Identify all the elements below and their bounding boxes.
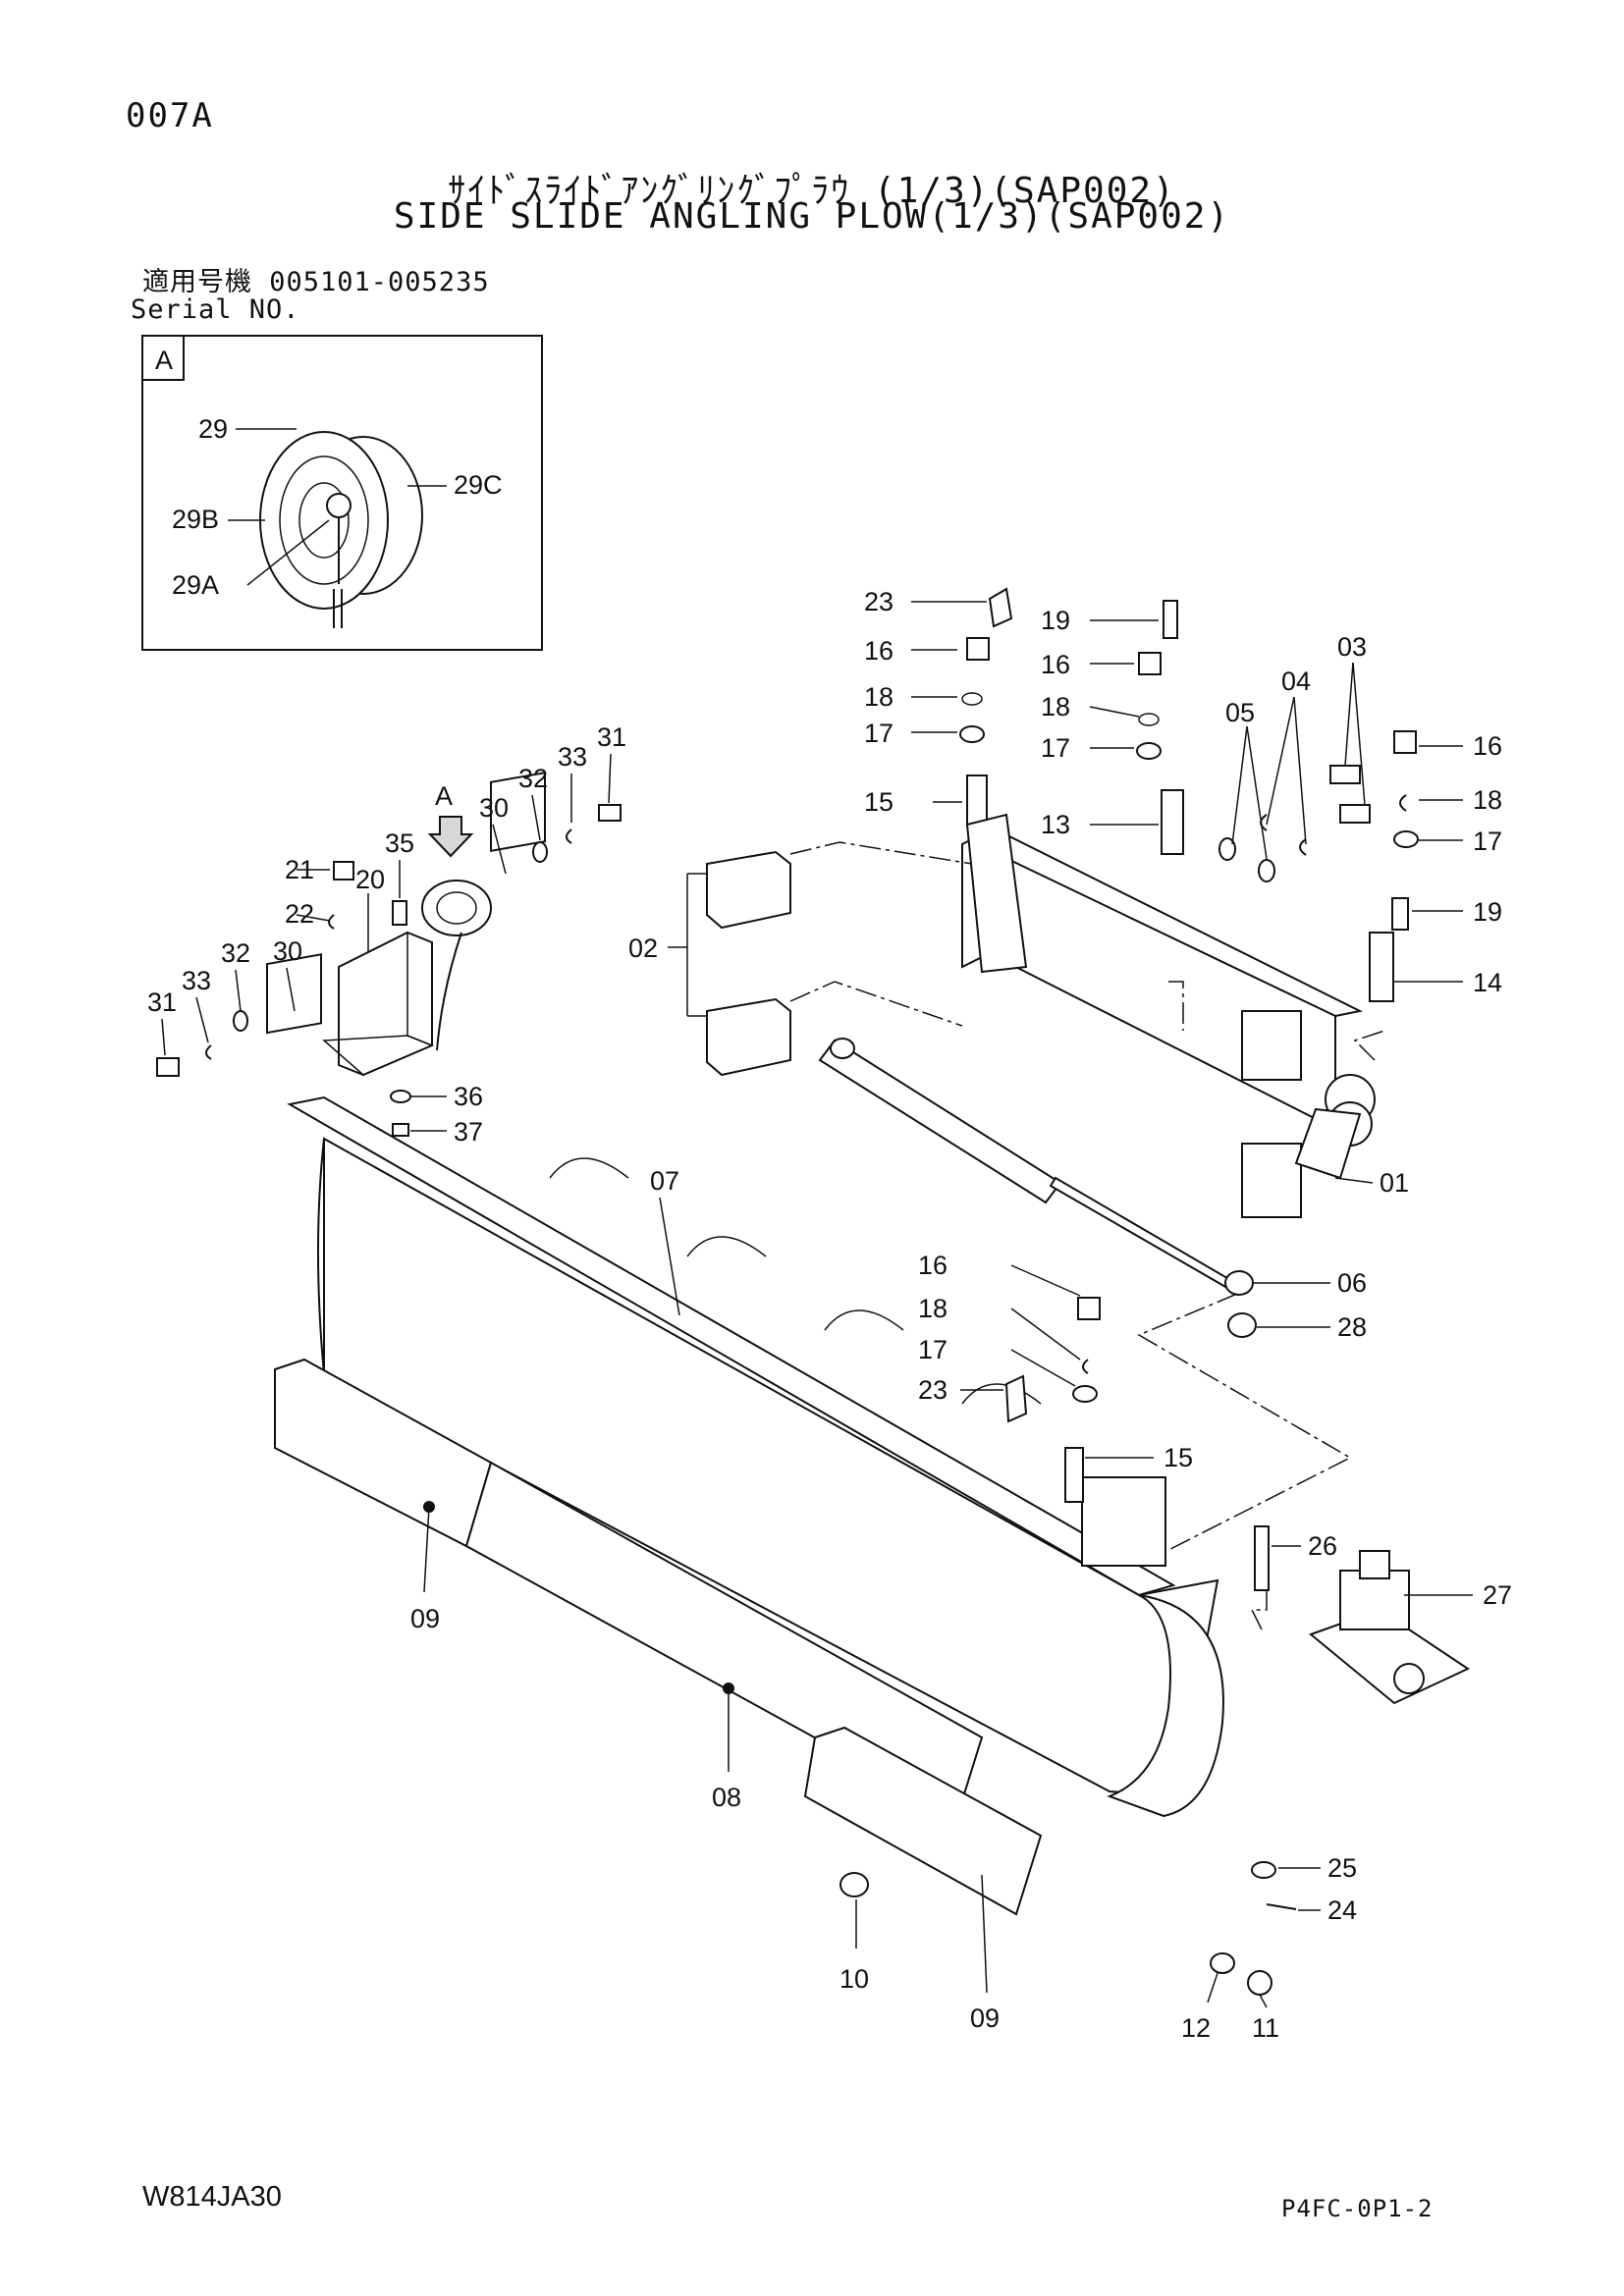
callout-14: 14 (1473, 968, 1502, 997)
callout-17-center: 17 (1041, 733, 1070, 763)
callout-02: 02 (628, 934, 658, 963)
serial-range-label: 適用号機 005101-005235 (142, 267, 490, 297)
callout-15-upper: 15 (864, 787, 893, 817)
callout-37: 37 (454, 1117, 483, 1147)
page-id: 007A (126, 96, 214, 135)
callout-29: 29 (198, 414, 228, 444)
callout-23-lower: 23 (918, 1375, 947, 1405)
washers-and-bolts (1218, 765, 1371, 882)
callout-33-upper: 33 (558, 742, 587, 772)
callout-23-upper: 23 (864, 587, 893, 616)
detail-view-a: A 29 29C 29B 29A (141, 335, 543, 651)
callout-28: 28 (1337, 1312, 1367, 1342)
callout-01: 01 (1380, 1168, 1409, 1198)
callout-05: 05 (1225, 698, 1255, 727)
callout-11: 11 (1252, 2013, 1279, 2043)
callout-36: 36 (454, 1082, 483, 1111)
callout-29c: 29C (454, 470, 503, 500)
callout-18-center: 18 (1041, 692, 1070, 721)
callout-18-upper-left: 18 (864, 682, 893, 712)
callout-09-right: 09 (970, 2003, 1000, 2033)
light-bracket-group (156, 771, 622, 1137)
callout-30-upper: 30 (479, 793, 509, 823)
callout-19-right: 19 (1473, 897, 1502, 927)
callout-16-upper-right: 16 (1473, 731, 1502, 761)
plow-frame-assembly (961, 830, 1376, 1218)
callout-31-upper: 31 (597, 722, 626, 752)
callout-07: 07 (650, 1166, 679, 1196)
callout-06: 06 (1337, 1268, 1367, 1298)
callout-29a: 29A (172, 570, 219, 600)
title-english: SIDE SLIDE ANGLING PLOW(1/3)(SAP002) (393, 196, 1231, 237)
callout-13: 13 (1041, 810, 1070, 839)
angling-cylinder (818, 1038, 1254, 1296)
work-light-lamp (259, 431, 423, 628)
wear-pads (706, 850, 791, 1077)
bushing-28 (1227, 1312, 1257, 1338)
detail-frame (141, 335, 543, 651)
callout-17-upper-right: 17 (1473, 827, 1502, 856)
title-japanese: ｻｲﾄﾞｽﾗｲﾄﾞｱﾝｸﾞﾘﾝｸﾞﾌﾟﾗｳ (1/3)(SAP002) (448, 171, 1176, 211)
callout-22: 22 (285, 899, 314, 929)
callout-04: 04 (1281, 667, 1311, 696)
moldboard-blade (287, 1095, 1224, 1818)
page-code: P4FC-0P1-2 (1281, 2195, 1434, 2222)
callout-31-lower: 31 (147, 988, 177, 1017)
hinge-pin-right (1369, 730, 1419, 1002)
callout-12: 12 (1181, 2013, 1211, 2043)
view-arrow-a: A (427, 781, 474, 858)
callout-15-lower: 15 (1164, 1443, 1193, 1472)
view-arrow-label: A (435, 781, 453, 811)
callout-03: 03 (1337, 632, 1367, 662)
callout-35: 35 (385, 828, 414, 858)
callout-19-center: 19 (1041, 606, 1070, 635)
callout-20: 20 (355, 865, 385, 894)
trip-spring-mount (1254, 1525, 1471, 1705)
serial-number-label: Serial NO. (131, 294, 300, 325)
callout-24: 24 (1327, 1896, 1357, 1925)
callout-16-upper-left: 16 (864, 636, 893, 666)
callout-10: 10 (839, 1964, 869, 1994)
detail-label: A (155, 346, 173, 375)
work-light-box (1081, 1476, 1166, 1567)
callout-16-lower: 16 (918, 1251, 947, 1280)
hinge-pin-left (959, 587, 1028, 974)
hinge-pin-lower (1004, 1297, 1101, 1503)
callout-18-upper-right: 18 (1473, 785, 1502, 815)
callout-25: 25 (1327, 1853, 1357, 1883)
cutting-edges (274, 1358, 1043, 1916)
callout-32-upper: 32 (518, 764, 548, 793)
callout-08: 08 (712, 1783, 741, 1812)
hardware-pins (1210, 1861, 1297, 1996)
callout-33-lower: 33 (182, 966, 211, 995)
document-code: W814JA30 (142, 2181, 282, 2213)
callout-09-left: 09 (410, 1604, 440, 1633)
callout-16-center: 16 (1041, 650, 1070, 679)
callout-27: 27 (1483, 1580, 1512, 1610)
center-pin (1136, 600, 1184, 855)
callout-30-lower: 30 (273, 936, 302, 966)
callout-26: 26 (1308, 1531, 1337, 1561)
callout-17-lower: 17 (918, 1335, 947, 1364)
callout-29b: 29B (172, 505, 219, 534)
callout-17-upper-left: 17 (864, 719, 893, 748)
callout-18-lower: 18 (918, 1294, 947, 1323)
detail-label-box (141, 335, 185, 381)
callout-32-lower: 32 (221, 938, 250, 968)
